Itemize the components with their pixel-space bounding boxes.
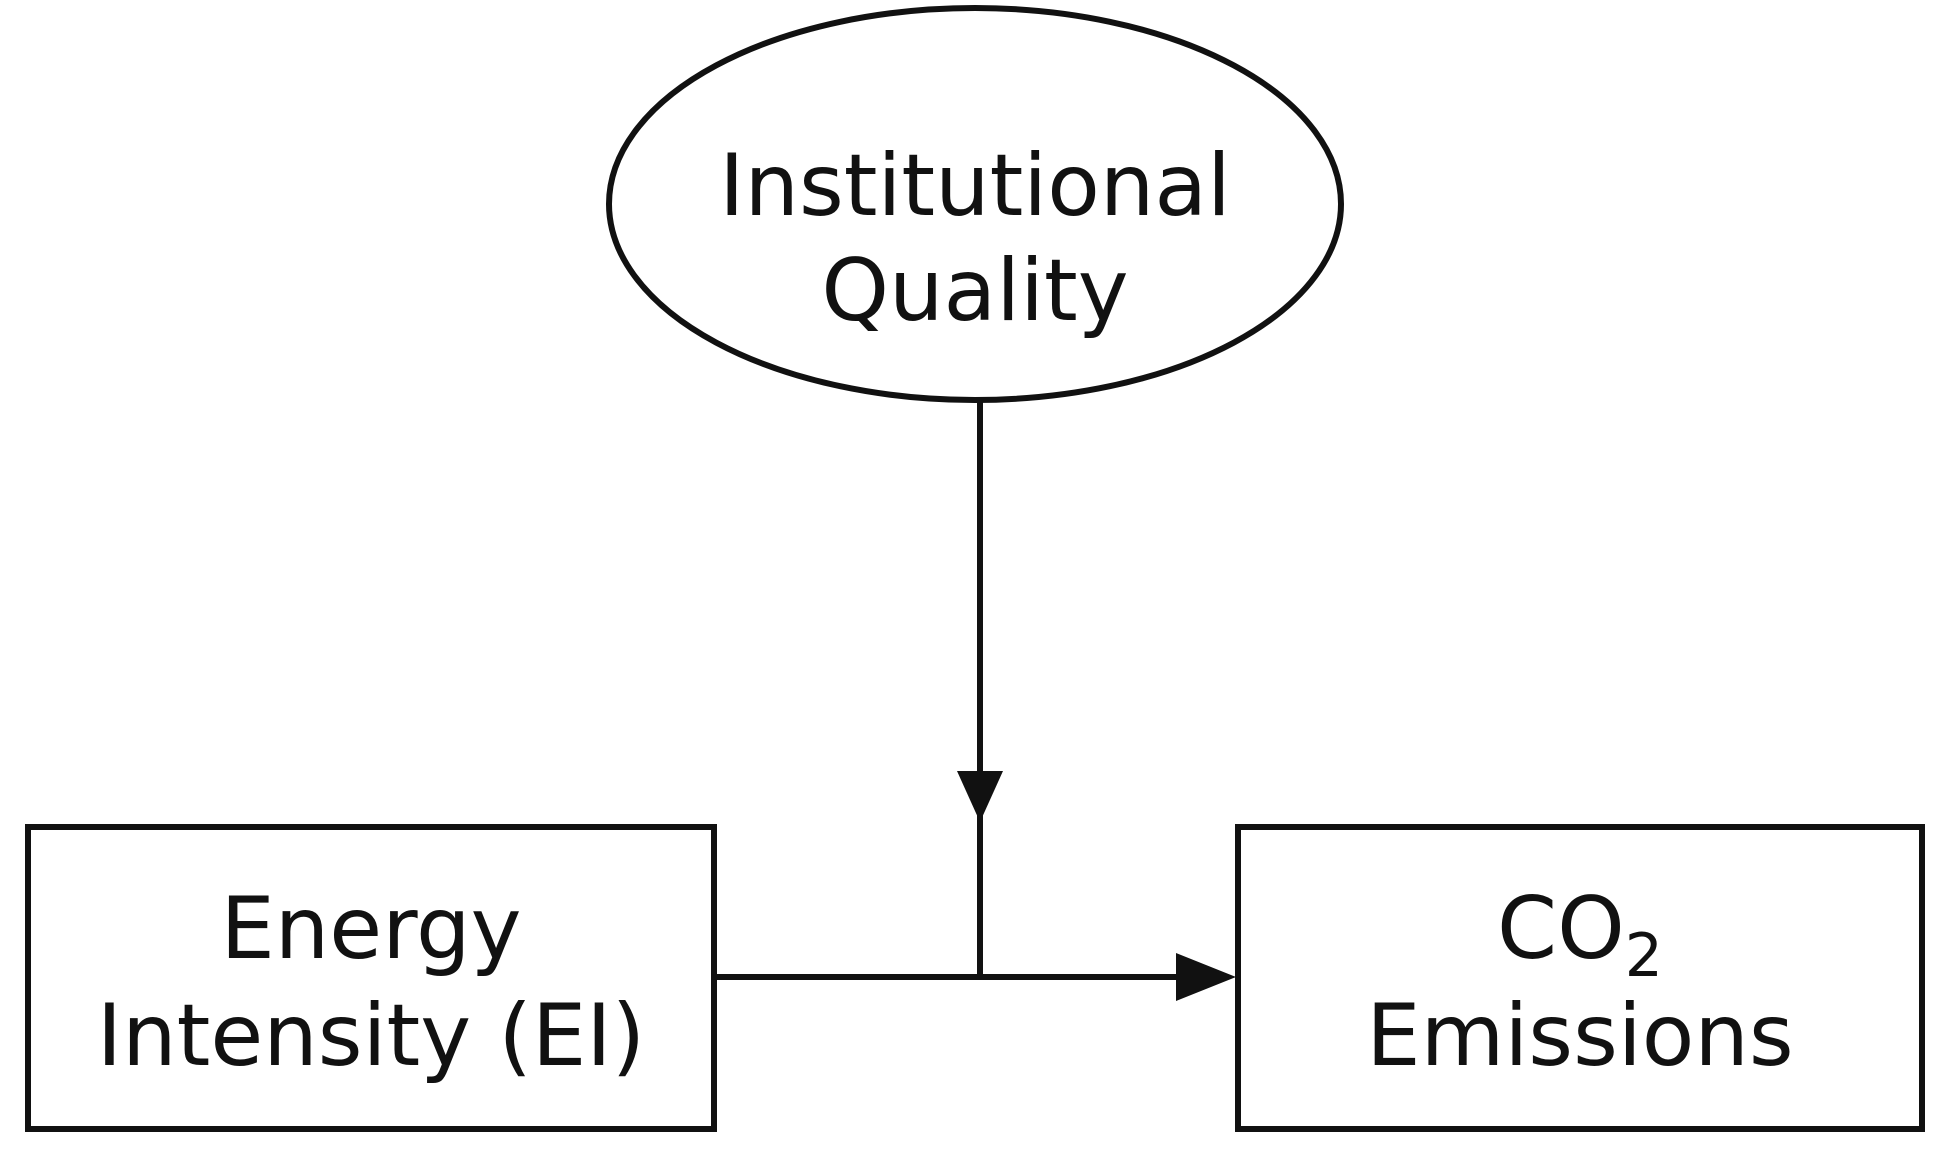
co2-main-text: CO (1497, 879, 1625, 979)
co2-emissions-label-line1: CO2 (1497, 879, 1663, 991)
institutional-quality-node: Institutional Quality (606, 5, 1344, 403)
energy-intensity-label-line2: Intensity (EI) (97, 986, 645, 1086)
co2-subscript-text: 2 (1625, 921, 1663, 991)
co2-emissions-label-line2: Emissions (1366, 986, 1793, 1086)
energy-intensity-label-line1: Energy (220, 879, 521, 979)
energy-intensity-box (25, 824, 717, 1132)
institutional-quality-label-line2: Quality (821, 241, 1128, 341)
energy-intensity-node: Energy Intensity (EI) (25, 824, 717, 1132)
co2-emissions-node: CO2 Emissions (1235, 824, 1925, 1132)
co2-emissions-box (1235, 824, 1925, 1132)
institutional-quality-ellipse (606, 5, 1344, 403)
moderator-arrowhead-icon (957, 771, 1003, 822)
institutional-quality-label-line1: Institutional (719, 136, 1231, 236)
outcome-arrowhead-icon (1176, 953, 1236, 1001)
